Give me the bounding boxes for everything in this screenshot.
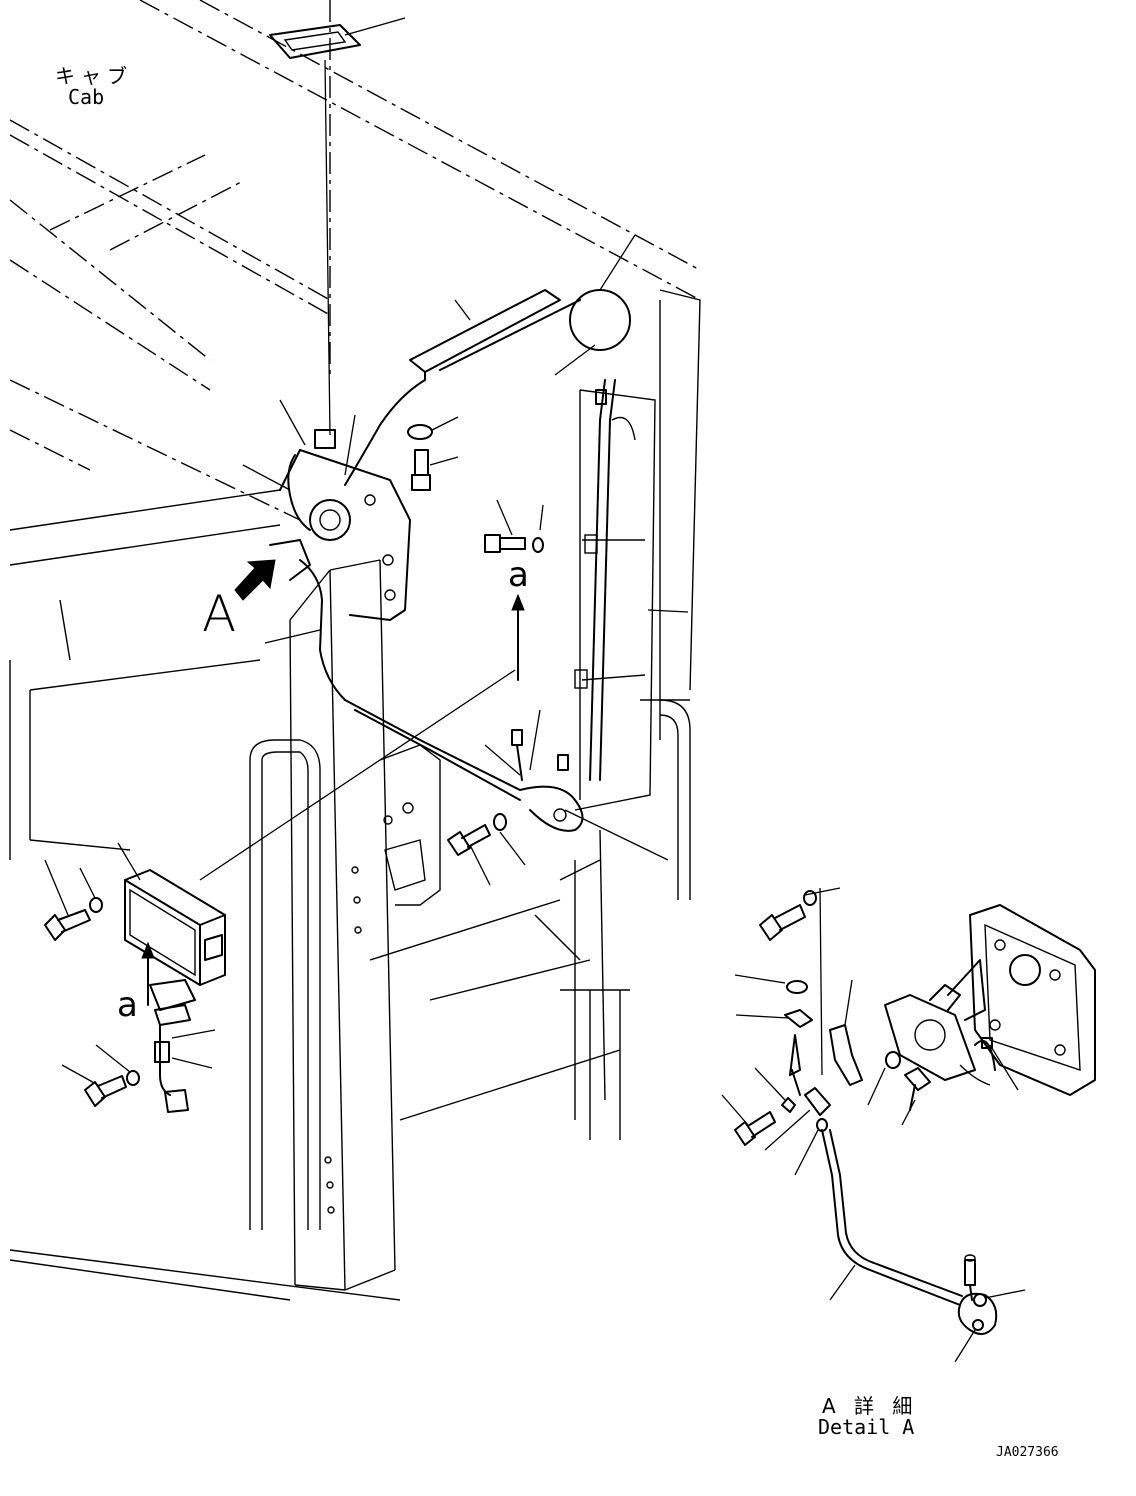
cab-outline <box>9 0 701 1301</box>
cab-label-jp: キャブ <box>55 64 133 88</box>
drawing-number: JA027366 <box>996 1445 1059 1460</box>
detail-a-label-en: Detail A <box>818 1415 915 1439</box>
view-a-label: A <box>202 585 237 643</box>
upper-rail <box>344 234 636 781</box>
left-bolts <box>44 859 140 1107</box>
view-arrow-icon <box>234 559 276 601</box>
side-panel <box>574 389 689 811</box>
bolt-lower <box>447 813 526 886</box>
cab-label-en: Cab <box>68 85 105 109</box>
handrail <box>249 699 691 1230</box>
detail-a-assembly <box>721 887 1096 1363</box>
label-plate <box>269 17 406 436</box>
bolt-center <box>484 499 544 553</box>
pillar-bracket <box>379 744 441 906</box>
main-bracket <box>242 399 669 861</box>
cab-pillar <box>289 289 701 1291</box>
direction-arrow-icon <box>199 593 525 881</box>
arrow-a-label-left: a <box>117 985 138 1025</box>
detail-a-label-jp: A 詳 細 <box>822 1394 919 1418</box>
arrow-a-label-center: a <box>508 555 529 595</box>
controller-box <box>117 842 226 1113</box>
